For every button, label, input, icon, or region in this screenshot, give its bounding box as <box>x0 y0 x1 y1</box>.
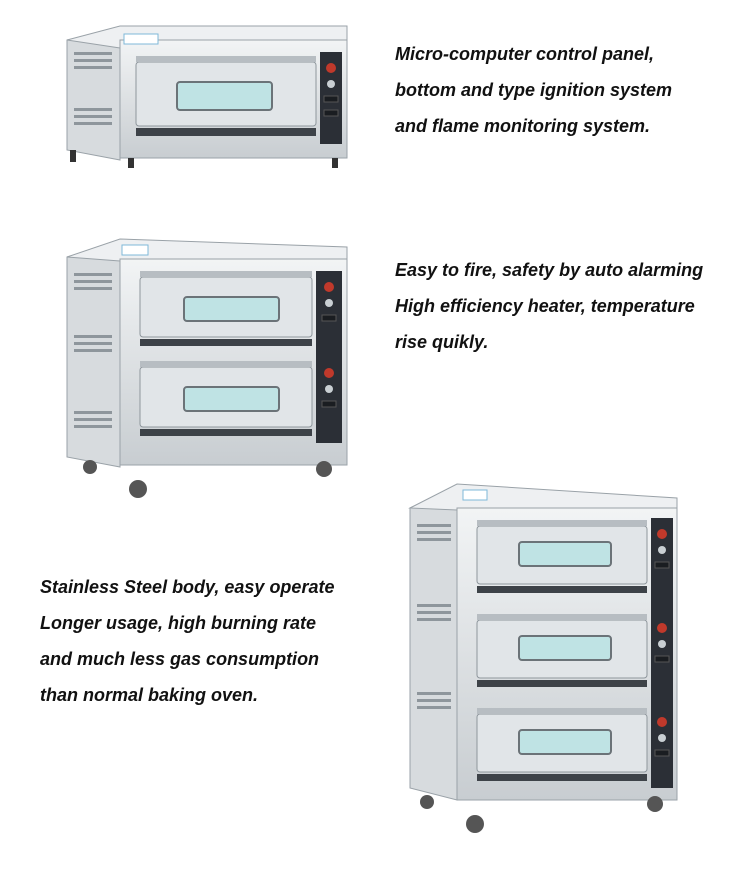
two-deck-caption: Easy to fire, safety by auto alarming Hi… <box>395 252 703 360</box>
caption-line: High efficiency heater, temperature <box>395 296 695 316</box>
caption-line: Easy to fire, safety by auto alarming <box>395 260 704 280</box>
one-deck-caption: Micro-computer control panel, bottom and… <box>395 36 672 144</box>
caption-line: and much less gas consumption <box>40 649 320 669</box>
caption-line: Stainless Steel body, easy operate <box>40 577 335 597</box>
one-deck-oven-image <box>62 22 352 172</box>
caption-line: Micro-computer control panel, <box>395 44 655 64</box>
three-deck-oven-image <box>405 480 685 840</box>
caption-line: bottom and type ignition system <box>395 80 673 100</box>
two-deck-oven-image <box>62 235 352 505</box>
caption-line: rise quikly. <box>395 332 489 352</box>
three-deck-caption: Stainless Steel body, easy operate Longe… <box>40 569 334 713</box>
caption-line: than normal baking oven. <box>40 685 259 705</box>
caption-line: and flame monitoring system. <box>395 116 651 136</box>
caption-line: Longer usage, high burning rate <box>40 613 317 633</box>
